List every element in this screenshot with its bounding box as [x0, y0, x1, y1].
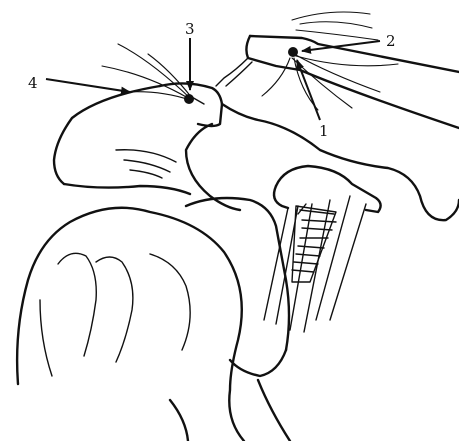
label-3: 3	[185, 20, 195, 38]
lower-left-mass	[17, 208, 244, 441]
pin-dot-3	[184, 94, 194, 104]
upper-bristles	[262, 12, 398, 110]
label-2: 2	[386, 32, 396, 50]
striped-bracket	[264, 166, 381, 332]
arrow-4	[46, 79, 130, 92]
pin-dot-2	[288, 47, 298, 57]
upper-bone-block	[216, 36, 459, 128]
label-4: 4	[28, 74, 38, 92]
left-bristles	[102, 44, 192, 100]
label-1: 1	[319, 122, 329, 140]
arrow-1	[297, 60, 320, 120]
